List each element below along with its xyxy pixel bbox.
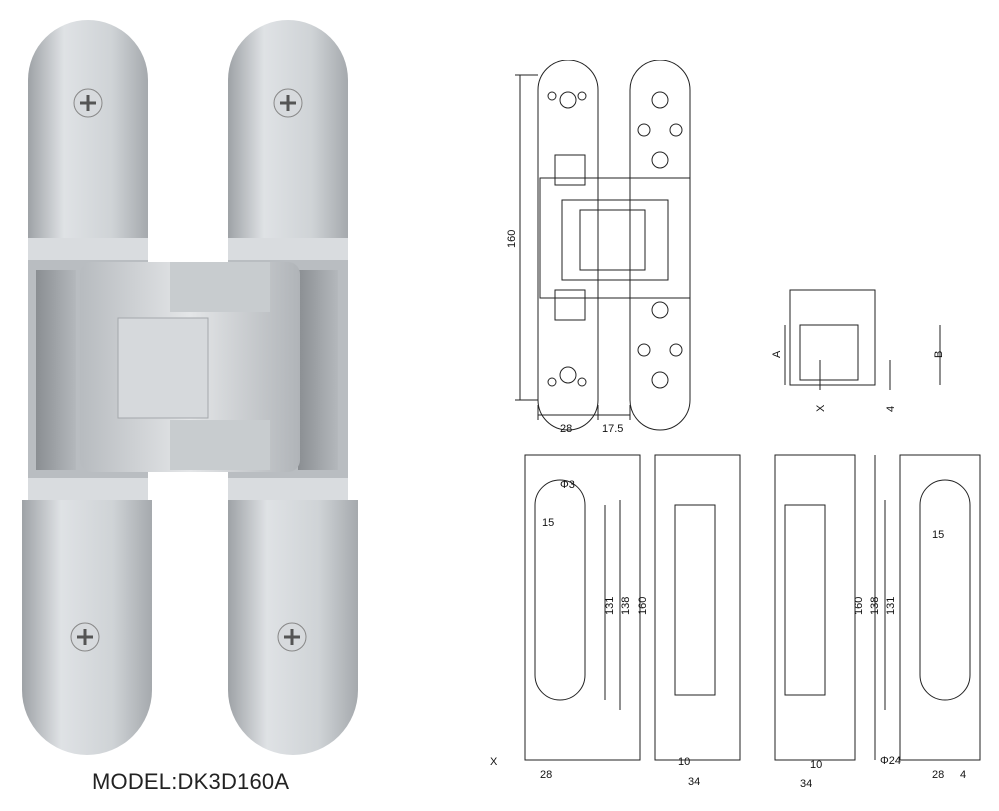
right-leaf-top [228,20,348,238]
dim-160-top: 160 [506,230,518,248]
dim-15-right: 15 [932,529,944,541]
dim-34-mid-right: 34 [800,778,812,790]
label-x-side: X [815,404,827,412]
dim-138-left: 138 [620,597,632,615]
dim-15-left: 15 [542,517,554,529]
screw-icon [277,622,307,652]
left-leaf-top [28,20,148,238]
dim-phi24: Φ24 [880,755,901,767]
screw-icon [73,88,103,118]
dim-4-bottom: 4 [960,769,966,781]
label-b: B [933,351,945,358]
dim-17-5: 17.5 [602,423,623,435]
dim-34-mid-left: 34 [688,776,700,788]
dim-4-side: 4 [885,406,897,412]
dim-10-mid-right: 10 [810,759,822,771]
model-label: MODEL:DK3D160A [92,769,290,794]
dim-131-left: 131 [604,597,616,615]
dim-28-top: 28 [560,423,572,435]
dim-160-right: 160 [853,597,865,615]
hinge-photo [22,20,358,755]
dim-phi3: Φ3 [560,479,575,491]
dim-28-bottom-right: 28 [932,769,944,781]
hole-outline-b [919,479,971,701]
dim-10-mid-left: 10 [678,756,690,768]
dim-160-left: 160 [637,597,649,615]
label-a: A [771,350,783,358]
dim-28-bottom-left: 28 [540,769,552,781]
screw-icon [70,622,100,652]
technical-drawing: 160 28 17.5 A B X 4 Φ3 15 131 138 160 X … [490,60,981,790]
label-x-bottom: X [490,756,498,768]
hinge-outline-right [629,60,691,431]
hole-outline-a [534,479,586,701]
dim-131-right: 131 [885,597,897,615]
hinge-outline-left [537,60,599,431]
screw-icon [273,88,303,118]
dim-138-right: 138 [869,597,881,615]
